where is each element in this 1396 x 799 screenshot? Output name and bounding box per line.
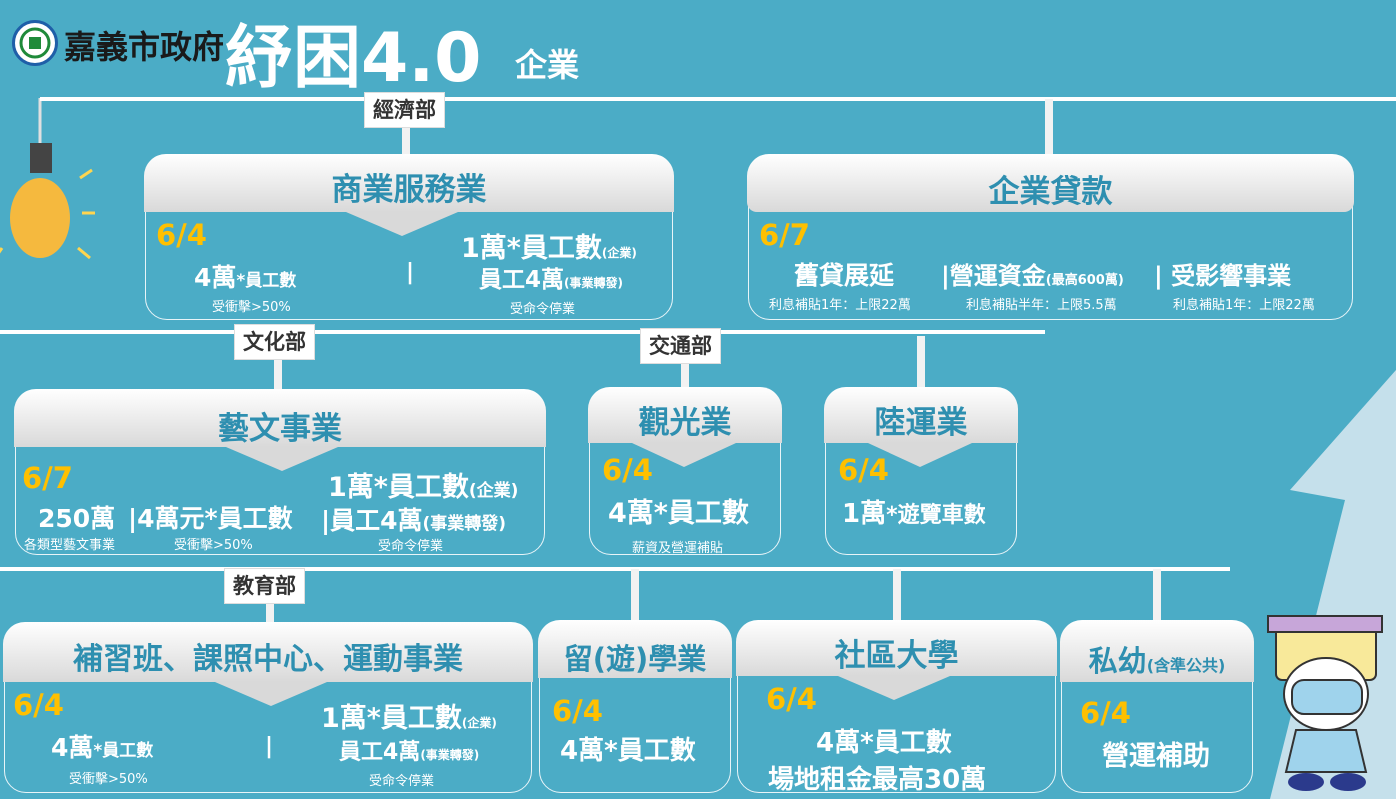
card-cram-schools: 補習班、課照中心、運動事業 6/4 4萬*員工數 受衝擊>50% | 1萬*員工… [3, 622, 533, 793]
connector [402, 128, 410, 158]
divider-row1 [40, 97, 1396, 101]
subsidy-value: 1萬*員工數(企業) [328, 472, 519, 503]
dept-label-culture: 文化部 [234, 324, 315, 360]
subsidy-value: 營運補助 [1102, 741, 1210, 772]
subsidy-value: 250萬 [38, 504, 116, 533]
card-enterprise-loan: 企業貸款 6/7 舊貸展延 利息補貼1年：上限22萬 |營運資金(最高600萬)… [747, 154, 1354, 320]
subsidy-date: 6/7 [759, 218, 810, 252]
connector [893, 569, 901, 623]
separator: | [406, 260, 415, 285]
card-title: 藝文事業 [218, 411, 342, 447]
subsidy-value: |4萬元*員工數 [128, 504, 293, 533]
subsidy-condition: 受命令停業 [378, 539, 444, 554]
subsidy-value: |員工4萬(事業轉發) [321, 506, 507, 535]
separator: | [265, 734, 274, 759]
connector [917, 336, 925, 388]
subsidy-condition: 受衝擊>50% [212, 300, 291, 315]
subsidy-date: 6/4 [602, 453, 653, 487]
subsidy-value: 4萬*員工數 [816, 728, 952, 758]
lightbulb-icon [0, 98, 95, 260]
mascot-icon [1267, 615, 1383, 791]
subsidy-value: 員工4萬(事業轉發) [479, 267, 623, 293]
connector [266, 600, 274, 630]
page-title: 紓困4.0 [225, 19, 482, 98]
loan-condition: 利息補貼1年：上限22萬 [1173, 298, 1315, 313]
subsidy-value: 員工4萬(事業轉發) [339, 740, 480, 765]
card-title: 觀光業 [638, 405, 732, 441]
subsidy-value: 4萬*員工數 [51, 733, 154, 762]
page-subtitle: 企業 [515, 46, 580, 84]
dept-label-education: 教育部 [224, 568, 305, 604]
subsidy-value: 4萬*員工數 [608, 498, 749, 529]
subsidy-date: 6/7 [22, 461, 73, 495]
card-title: 社區大學 [834, 638, 959, 674]
card-tourism: 觀光業 6/4 4萬*員工數 薪資及營運補貼 [588, 387, 782, 556]
card-title: 補習班、課照中心、運動事業 [73, 642, 463, 677]
subsidy-date: 6/4 [1080, 696, 1131, 730]
subsidy-value: 1萬*員工數(企業) [321, 703, 497, 734]
subsidy-condition: 受命令停業 [369, 774, 435, 789]
connector [1153, 569, 1161, 623]
card-title: 留(遊)學業 [563, 642, 707, 676]
subsidy-date: 6/4 [552, 694, 603, 728]
subsidy-value: 1萬*員工數(企業) [461, 233, 637, 264]
subsidy-condition: 薪資及營運補貼 [632, 541, 724, 556]
subsidy-condition: 受命令停業 [510, 302, 576, 317]
connector [274, 358, 282, 394]
subsidy-date: 6/4 [766, 682, 817, 716]
card-title: 商業服務業 [331, 172, 487, 208]
loan-option: |營運資金(最高600萬) [941, 262, 1124, 290]
card-community-college: 社區大學 6/4 4萬*員工數 場地租金最高30萬 [736, 620, 1057, 795]
loan-condition: 利息補貼半年：上限5.5萬 [966, 298, 1117, 313]
subsidy-date: 6/4 [838, 453, 889, 487]
card-study-abroad: 留(遊)學業 6/4 4萬*員工數 [538, 620, 732, 793]
card-land-transport: 陸運業 6/4 1萬*遊覽車數 [824, 387, 1018, 555]
subsidy-condition: 各類型藝文事業 [24, 538, 116, 553]
card-title: 企業貸款 [988, 174, 1113, 210]
connector [631, 569, 639, 623]
city-logo [12, 20, 58, 66]
subsidy-condition: 受衝擊>50% [69, 772, 148, 787]
card-commercial-services: 商業服務業 6/4 4萬*員工數 受衝擊>50% | 1萬*員工數(企業) 員工… [144, 154, 674, 320]
connector [1045, 99, 1053, 157]
card-title: 私幼(含準公共) [1088, 644, 1226, 678]
subsidy-value: 4萬*員工數 [194, 263, 297, 292]
divider-row2 [0, 330, 1045, 334]
subsidy-date: 6/4 [156, 218, 207, 252]
loan-option: 舊貸展延 [794, 261, 895, 290]
card-arts-culture: 藝文事業 6/7 250萬 各類型藝文事業 |4萬元*員工數 受衝擊>50% 1… [14, 389, 546, 555]
connector [681, 362, 689, 390]
subsidy-value: 場地租金最高30萬 [768, 765, 987, 795]
subsidy-value: 1萬*遊覽車數 [842, 499, 986, 529]
divider-row3 [0, 567, 1230, 571]
dept-label-economy: 經濟部 [364, 92, 445, 128]
card-private-kindergarten: 私幼(含準公共) 6/4 營運補助 [1060, 620, 1254, 793]
subsidy-date: 6/4 [13, 688, 64, 722]
card-title: 陸運業 [874, 405, 968, 441]
loan-condition: 利息補貼1年：上限22萬 [769, 298, 911, 313]
city-name: 嘉義市政府 [64, 28, 225, 66]
subsidy-value: 4萬*員工數 [560, 736, 696, 766]
city-emblem-icon [19, 27, 51, 59]
loan-option: | 受影響事業 [1154, 262, 1292, 290]
dept-label-transport: 交通部 [640, 328, 721, 364]
subsidy-condition: 受衝擊>50% [174, 538, 253, 553]
